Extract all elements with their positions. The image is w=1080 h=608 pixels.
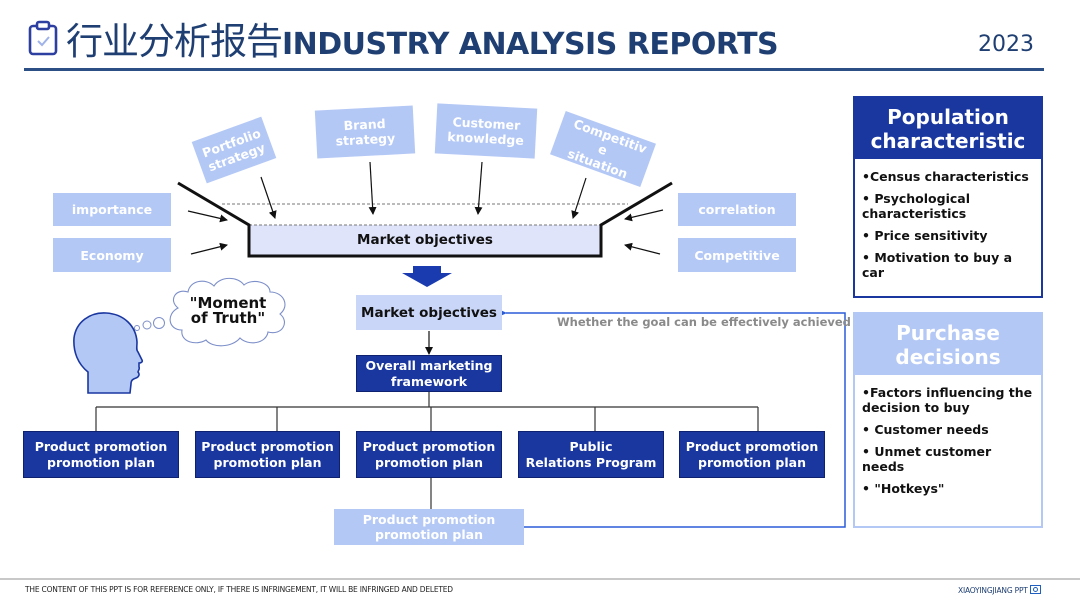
title-english: INDUSTRY ANALYSIS REPORTS [282, 27, 779, 62]
purchase-item: • "Hotkeys" [862, 481, 945, 496]
input-box-economy: Economy [53, 238, 171, 272]
arrow-customer [474, 161, 483, 215]
arrow-economy [190, 242, 228, 255]
footer-brand: XIAOYINGJIANG PPT [958, 585, 1041, 595]
plan-box-2: Product promotion promotion plan [195, 431, 340, 478]
plan-4-line2: Relations Program [525, 454, 657, 470]
input-box-customer-knowledge: Customer knowledge [434, 103, 538, 159]
correlation-label: correlation [698, 202, 776, 217]
plan-5-line2: promotion plan [698, 454, 806, 470]
market-objectives-box: Market objectives [356, 295, 502, 330]
thought-dot-small [134, 325, 140, 331]
arrow-competitive-situation [571, 177, 587, 219]
title-divider [24, 68, 1044, 71]
plan-1-line2: promotion plan [47, 454, 155, 470]
brand-logo-icon [1029, 585, 1041, 594]
funnel-label: Market objectives [357, 232, 493, 248]
arrow-brand [368, 161, 377, 215]
purchase-title-line1: Purchase [896, 321, 1000, 345]
population-panel-title: Population characteristic [855, 98, 1041, 159]
plan-3-line1: Product promotion [362, 438, 496, 454]
footer-divider [0, 578, 1080, 580]
funnel-outline [177, 181, 673, 258]
down-arrow-icon [402, 266, 452, 287]
thought-dot-large [153, 317, 165, 329]
population-title-line2: characteristic [870, 129, 1026, 153]
arrow-competitive [624, 242, 661, 255]
plan-2-line1: Product promotion [201, 438, 334, 454]
population-item: •Census characteristics [862, 169, 1029, 184]
feedback-loop-line [498, 309, 846, 528]
moment-of-truth-line1: "Moment [189, 294, 267, 312]
population-item: • Psychological characteristics [862, 191, 971, 221]
purchase-item: • Customer needs [862, 422, 989, 437]
moment-of-truth-line2: of Truth" [190, 309, 266, 327]
customer-knowledge-label: Customer knowledge [447, 114, 525, 148]
input-box-importance: importance [53, 193, 171, 226]
purchase-item: • Unmet customer needs [862, 444, 992, 474]
framework-line2: framework [390, 373, 468, 389]
footer-disclaimer: THE CONTENT OF THIS PPT IS FOR REFERENCE… [25, 585, 453, 594]
moment-of-truth-text: "Moment of Truth" [180, 296, 276, 326]
brand-strategy-label: Brand strategy [335, 115, 396, 149]
plan-box-1: Product promotion promotion plan [23, 431, 179, 478]
input-box-competitive: Competitive [678, 238, 796, 272]
feedback-label: Whether the goal can be effectively achi… [557, 315, 851, 329]
market-objectives-label: Market objectives [361, 304, 497, 321]
plan-1-line1: Product promotion [34, 438, 168, 454]
footer-brand-text: XIAOYINGJIANG PPT [958, 586, 1028, 595]
sub-plan-line1: Product promotion [362, 512, 496, 527]
purchase-title-line2: decisions [895, 345, 1001, 369]
overall-framework-box: Overall marketing framework [356, 355, 502, 392]
plan-box-3: Product promotion promotion plan [356, 431, 502, 478]
population-title-line1: Population [887, 105, 1009, 129]
population-item: • Price sensitivity [862, 228, 988, 243]
plan-box-4: Public Relations Program [518, 431, 664, 478]
thought-cloud [169, 277, 286, 347]
title-chinese: 行业分析报告 [66, 20, 283, 63]
plan-2-line2: promotion plan [213, 454, 322, 470]
sub-plan-line2: promotion plan [375, 527, 483, 542]
plan-3-line2: promotion plan [375, 454, 483, 470]
arrow-importance [187, 210, 228, 223]
clipboard-check-icon [28, 20, 58, 56]
arrow-correlation [624, 209, 664, 222]
page-title: 行业分析报告INDUSTRY ANALYSIS REPORTS [66, 14, 779, 73]
thought-dot-medium [142, 320, 152, 330]
framework-line1: Overall marketing [365, 357, 493, 373]
population-characteristic-panel: Population characteristic •Census charac… [853, 96, 1043, 298]
plan-4-line1: Public [569, 438, 613, 454]
year-label: 2023 [978, 32, 1034, 57]
input-box-correlation: correlation [678, 193, 796, 226]
purchase-list: •Factors influencing the decision to buy… [855, 375, 1041, 496]
importance-label: importance [71, 202, 153, 217]
funnel-body [249, 225, 601, 256]
purchase-item: •Factors influencing the decision to buy [862, 385, 1033, 415]
purchase-decisions-panel: Purchase decisions •Factors influencing … [853, 312, 1043, 528]
economy-label: Economy [80, 247, 144, 263]
competitive-label: Competitive [694, 247, 780, 263]
population-item: • Motivation to buy a car [862, 250, 1013, 280]
arrow-portfolio [260, 176, 277, 219]
population-list: •Census characteristics • Psychological … [855, 159, 1041, 280]
head-icon [73, 312, 144, 394]
sub-plan-box: Product promotion promotion plan [334, 509, 524, 545]
plan-box-5: Product promotion promotion plan [679, 431, 825, 478]
plan-5-line1: Product promotion [685, 438, 819, 454]
purchase-panel-title: Purchase decisions [855, 314, 1041, 375]
input-box-brand-strategy: Brand strategy [314, 105, 416, 159]
